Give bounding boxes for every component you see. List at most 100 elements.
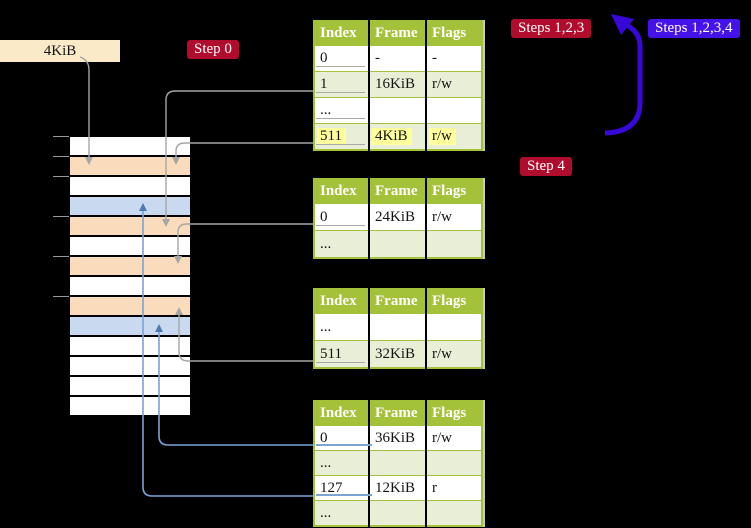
steps-cycle-arrowhead-icon [611,14,634,35]
frame-cell: 32KiB [368,340,426,368]
frame-value: 4KiB [372,128,412,145]
memory-row-13 [70,377,190,395]
flags-value: r/w [432,76,452,92]
frame-cell [368,500,426,526]
table-row: 0 36KiB r/w [314,425,482,451]
frame-cell [368,230,426,258]
index-cell: ... [314,500,369,526]
frame-value: 32KiB [375,345,416,362]
steps-cycle-arrow-icon [604,23,643,136]
frame-cell [368,97,426,124]
column-header-flags: Flags [425,21,482,46]
index-cell: ... [314,450,369,476]
frame-cell [368,313,426,341]
column-header-index: Index [314,179,369,204]
column-header-flags: Flags [425,179,482,204]
table-row: 0 - - [314,45,482,72]
flags-value: - [432,50,437,66]
table-row: ... [314,450,482,476]
index-value: 0 [320,208,328,225]
flags-cell: r/w [425,425,482,451]
index-value: ... [320,102,332,118]
memory-row-8 [70,277,190,295]
arrow-pt1-row511-to-memory-icon [172,142,313,165]
index-cell: 1 [314,71,369,98]
frame-value: 36KiB [375,429,416,446]
frame-cell: 24KiB [368,203,426,231]
table-row: 127 12KiB r [314,475,482,501]
index-value: 127 [320,479,343,496]
frame-value: 12KiB [375,479,416,496]
index-value: 0 [320,50,328,66]
column-header-flags: Flags [425,289,482,314]
column-header-frame: Frame [368,179,426,204]
memory-row-5 [70,217,190,235]
frame-cell: 12KiB [368,475,426,501]
frame-cell: - [368,45,426,72]
flags-value: r/w [432,429,452,446]
flags-cell: r/w [425,340,482,368]
flags-value: r/w [429,128,456,145]
column-header-frame: Frame [368,289,426,314]
badge-steps-1-2-3-4: Steps 1,2,3,4 [648,19,740,38]
index-cell: 511 [314,123,369,150]
memory-tick [53,256,69,257]
column-header-frame: Frame [368,21,426,46]
memory-row-11 [70,337,190,355]
memory-row-12 [70,357,190,375]
index-cell: 0 [314,45,369,72]
frame-value: 16KiB [375,76,416,92]
index-cell: ... [314,230,369,258]
frame-cell: 36KiB [368,425,426,451]
memory-row-6 [70,237,190,255]
table-row: ... [314,230,482,258]
table-row: ... [314,313,482,341]
index-value: 1 [320,76,328,92]
table-row: 511 32KiB r/w [314,340,482,368]
flags-value: r [432,479,437,496]
flags-cell: r/w [425,203,482,231]
memory-tick [53,176,69,177]
frame-cell: 4KiB [368,123,426,150]
index-cell: 0 [314,203,369,231]
arrow-pt3-row511-to-memory-icon [175,307,313,362]
index-cell: 511 [314,340,369,368]
badge-step-0: Step 0 [187,40,239,59]
frame-value: - [375,50,380,66]
index-cell: ... [314,97,369,124]
memory-row-4 [70,197,190,215]
memory-tick [53,136,69,137]
memory-row-3 [70,177,190,195]
table-row: ... [314,500,482,526]
memory-row-9 [70,297,190,315]
flags-cell: r [425,475,482,501]
flags-cell [425,500,482,526]
index-value: ... [320,504,332,521]
flags-cell: - [425,45,482,72]
memory-row-1 [70,137,190,155]
flags-cell [425,313,482,341]
memory-row-7 [70,257,190,275]
table-row: ... [314,97,482,124]
memory-tick [53,216,69,217]
flags-cell: r/w [425,123,482,150]
badge-step-4: Step 4 [520,157,572,176]
page-size-box: 4KiB [0,40,120,62]
frame-cell [368,450,426,476]
index-cell: 0 [314,425,371,451]
index-value: ... [320,454,332,471]
index-value: 0 [320,429,328,446]
column-header-flags: Flags [425,401,482,426]
flags-cell: r/w [425,71,482,98]
memory-row-2 [70,157,190,175]
